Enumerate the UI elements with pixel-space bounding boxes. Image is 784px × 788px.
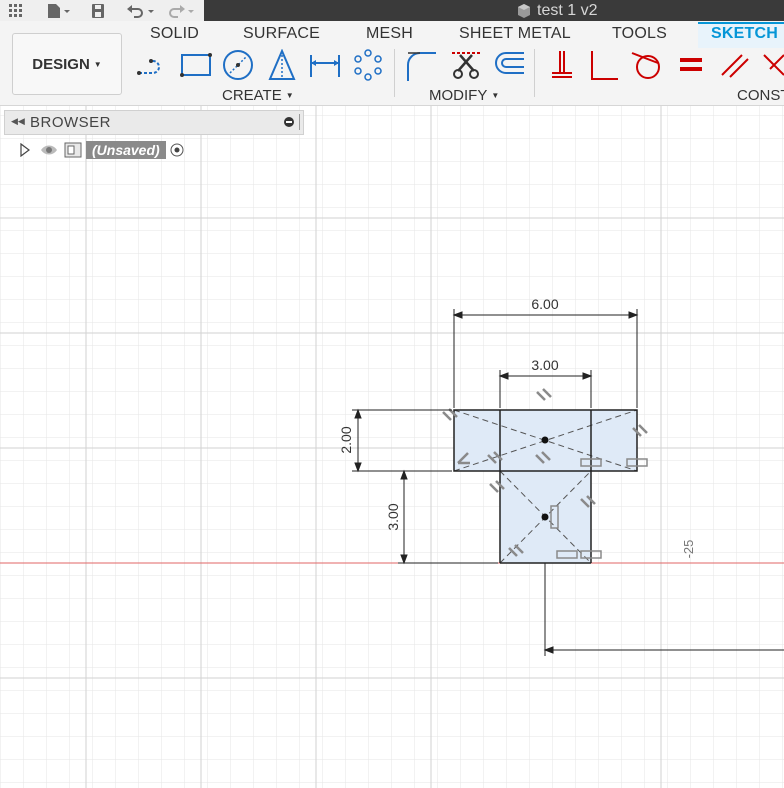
ribbon-toolbar: DESIGN ▼ SOLID SURFACE MESH SHEET METAL … xyxy=(0,21,784,106)
file-menu-icon[interactable] xyxy=(46,2,72,19)
modify-menu[interactable]: MODIFY▼ xyxy=(429,87,499,104)
constraint-glyphs xyxy=(442,388,648,557)
parallel-constraint-icon[interactable] xyxy=(718,49,750,81)
workspace-switcher-button[interactable]: DESIGN ▼ xyxy=(12,33,122,95)
dimension-label-top-width[interactable]: 6.00 xyxy=(531,296,558,312)
dimension-tool-icon[interactable] xyxy=(309,49,341,81)
tab-surface[interactable]: SURFACE xyxy=(243,25,320,42)
redo-icon[interactable] xyxy=(168,2,198,19)
document-title-text: test 1 v2 xyxy=(537,1,598,19)
apps-grid-icon[interactable] xyxy=(8,2,24,19)
dimension-label-inner-width[interactable]: 3.00 xyxy=(531,357,558,373)
active-tab-highlight xyxy=(698,22,784,48)
perpendicular-constraint-icon[interactable] xyxy=(588,49,620,81)
horizontal-constraint-glyphs xyxy=(550,458,648,559)
activate-radio-icon[interactable] xyxy=(170,143,184,157)
dimension-top-width[interactable] xyxy=(452,309,639,408)
chevron-down-icon: ▼ xyxy=(93,59,102,69)
grid-major xyxy=(0,106,784,788)
chevron-down-icon: ▼ xyxy=(491,91,500,100)
visibility-eye-icon[interactable] xyxy=(40,143,58,157)
coincident-constraint-icon[interactable] xyxy=(546,49,578,81)
tab-tools[interactable]: TOOLS xyxy=(612,25,667,42)
browser-title: BROWSER xyxy=(30,114,112,131)
rectangle-tool-icon[interactable] xyxy=(180,49,212,81)
tab-sketch[interactable]: SKETCH xyxy=(711,25,778,42)
fillet-tool-icon[interactable] xyxy=(404,49,436,81)
group-separator xyxy=(534,49,535,97)
line-tool-icon[interactable] xyxy=(137,49,169,81)
tab-sheet-metal[interactable]: SHEET METAL xyxy=(459,25,571,42)
dimension-label-top-height[interactable]: 2.00 xyxy=(338,426,354,453)
collapse-panel-icon[interactable]: ◀◀ xyxy=(11,116,25,126)
modify-label: MODIFY xyxy=(429,87,488,104)
tab-mesh[interactable]: MESH xyxy=(366,25,414,42)
browser-root-label[interactable]: (Unsaved) xyxy=(86,141,166,159)
quick-access-bar: test 1 v2 xyxy=(0,0,784,21)
document-cube-icon xyxy=(518,3,530,18)
workspace-label: DESIGN xyxy=(32,55,90,73)
panel-options-icon[interactable] xyxy=(283,116,295,128)
equal-constraint-icon[interactable] xyxy=(676,49,708,81)
dimension-label-bottom-height[interactable]: 3.00 xyxy=(385,503,401,530)
bottom-center-point[interactable] xyxy=(541,513,549,521)
axis-tick-label: -25 xyxy=(681,540,696,559)
pattern-tool-icon[interactable] xyxy=(352,49,384,81)
save-icon[interactable] xyxy=(90,2,106,19)
offset-tool-icon[interactable] xyxy=(492,49,524,81)
sketch-canvas[interactable]: 6.00 3.00 2.00 3.00 -25 xyxy=(0,106,784,788)
chevron-down-icon: ▼ xyxy=(285,91,294,100)
create-label: CREATE xyxy=(222,87,282,104)
document-component-icon xyxy=(64,142,82,158)
triangle-tool-icon[interactable] xyxy=(266,48,298,81)
dimension-to-origin[interactable] xyxy=(543,563,784,656)
top-center-point[interactable] xyxy=(541,436,549,444)
constraints-label: CONST xyxy=(737,87,784,104)
document-title: test 1 v2 xyxy=(516,1,597,20)
quick-access-tools xyxy=(0,0,204,21)
tab-solid[interactable]: SOLID xyxy=(150,25,200,42)
constraints-menu[interactable]: CONST xyxy=(737,87,784,104)
circle-tool-icon[interactable] xyxy=(222,49,254,81)
grid-minor xyxy=(0,106,784,788)
browser-panel-header: ◀◀ BROWSER xyxy=(4,110,304,135)
panel-resize-handle[interactable] xyxy=(299,114,300,130)
group-separator xyxy=(394,49,395,97)
dimension-inner-width[interactable] xyxy=(498,370,593,408)
trim-tool-icon[interactable] xyxy=(450,49,482,81)
symmetry-constraint-icon[interactable] xyxy=(762,49,784,81)
create-menu[interactable]: CREATE▼ xyxy=(222,87,294,104)
tangent-constraint-icon[interactable] xyxy=(630,49,662,81)
expand-arrow-icon[interactable] xyxy=(18,143,32,157)
undo-icon[interactable] xyxy=(126,2,156,19)
dimension-bottom-height[interactable] xyxy=(398,469,498,565)
browser-root-item[interactable]: (Unsaved) xyxy=(18,141,184,159)
